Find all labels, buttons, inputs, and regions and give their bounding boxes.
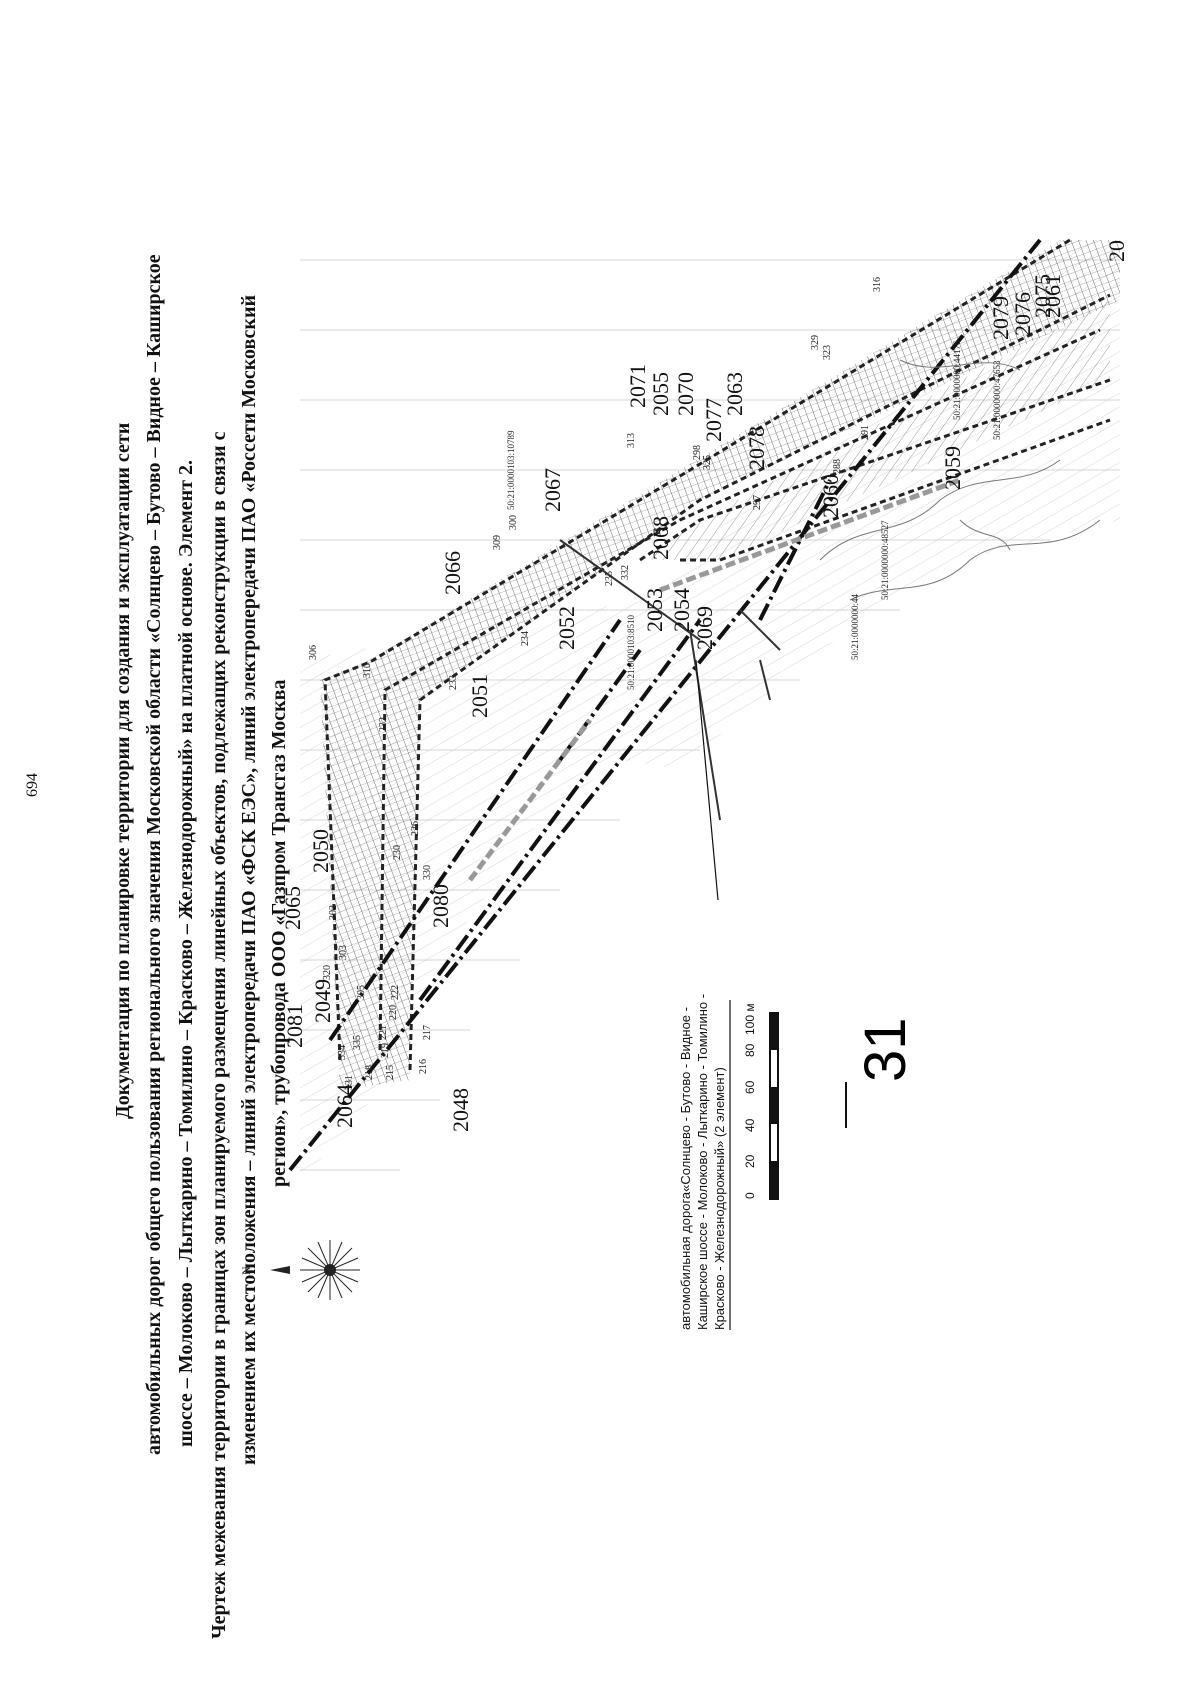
zone-label: 2050	[308, 829, 333, 873]
zone-label: 2077	[701, 398, 726, 442]
point-label: 220	[388, 1005, 399, 1020]
corridor-boundaries	[323, 238, 1111, 1071]
road-label-line-2: Каширское шоссе - Молоково - Лыткарино -…	[695, 994, 710, 1330]
zone-label: 2053	[642, 588, 667, 632]
zone-label: 2067	[540, 468, 565, 512]
zone-label: 2048	[448, 1088, 473, 1132]
point-label: 288	[832, 459, 843, 474]
cadastral-label: 50:21:0000000:44	[850, 593, 860, 660]
scale-tick-100: 100 м	[743, 1003, 757, 1035]
zone-label: 2052	[554, 606, 579, 650]
zone-label: 2063	[722, 372, 747, 416]
point-label: 218	[364, 1065, 375, 1080]
cadastral-label: 50:21:0000103:10789	[506, 430, 516, 510]
point-label: 222	[390, 985, 401, 1000]
zone-labels: 2048 2049 2050 2051 2052 2053 2054 2055 …	[280, 240, 1129, 1132]
zone-label: 2075	[1030, 274, 1055, 318]
cadastral-label: 50:21:0000000:48527	[880, 520, 890, 600]
scale-tick-80: 80	[743, 1043, 757, 1057]
point-label: 291	[860, 425, 871, 440]
zone-label: 2068	[648, 516, 673, 560]
zone-label: 2069	[692, 606, 717, 650]
zone-label: 2060	[818, 474, 843, 518]
point-label: 217	[422, 1025, 433, 1040]
road-label-line-1: автомобильная дорога«Солнцево - Бутово -…	[678, 1007, 693, 1330]
point-label: 320	[322, 965, 333, 980]
point-label: 232	[378, 717, 389, 732]
road-leader-line	[695, 659, 719, 901]
scale-tick-0: 0	[743, 1192, 757, 1199]
cadastral-label: 50:21:0000000:44176	[952, 340, 962, 420]
zone-label: 2066	[440, 551, 465, 595]
point-label: 316	[872, 277, 883, 292]
scale-tick-40: 40	[743, 1118, 757, 1132]
zone-label: 2065	[280, 886, 305, 930]
point-label: 226	[410, 821, 421, 836]
point-label: 234	[520, 631, 531, 646]
sheet-number: 31	[853, 1017, 918, 1082]
zone-label: 2071	[625, 364, 650, 408]
point-label: 297	[752, 495, 763, 510]
cadastral-label: 50:21:0000000:47653	[992, 360, 1002, 440]
point-label: 309	[492, 535, 503, 550]
road-edge-lines	[559, 539, 781, 821]
point-label: 325	[702, 455, 713, 470]
point-label: 303	[338, 945, 349, 960]
point-label: 221	[378, 1025, 389, 1040]
north-arrow-icon	[270, 1266, 290, 1274]
point-label: 306	[308, 645, 319, 660]
point-label: 323	[822, 345, 833, 360]
compass-rose: N	[239, 1240, 360, 1300]
point-label: 310	[362, 663, 373, 678]
corridor-zone	[320, 240, 1120, 1090]
zone-label: 20	[1104, 240, 1129, 262]
zone-label: 2055	[648, 372, 673, 416]
cadastral-labels: 50:21:0000103:10789 50:21:0000103:8510 5…	[506, 340, 1002, 690]
utility-line-gray	[468, 477, 961, 882]
zone-label: 2061	[1040, 274, 1065, 318]
zone-label: 2054	[669, 588, 694, 632]
point-label: 335	[352, 1035, 363, 1050]
road-axis-lines	[288, 238, 1042, 1172]
scale-tick-20: 20	[743, 1154, 757, 1168]
road-label: автомобильная дорога«Солнцево - Бутово -…	[678, 994, 731, 1330]
zone-label: 2051	[467, 674, 492, 718]
zone-label: 2070	[673, 372, 698, 416]
zone-label: 2080	[428, 884, 453, 928]
point-labels: 215 216 217 218 219 220 221 222 226 230 …	[308, 277, 883, 1090]
point-label: 331	[344, 1075, 355, 1090]
corridor-zone-lower	[640, 300, 1110, 560]
north-label: N	[239, 1266, 253, 1275]
point-label: 334	[337, 1045, 348, 1060]
scale-bar: 0 20 40 60 80 100 м	[743, 1003, 779, 1200]
point-label: 219	[380, 1043, 391, 1058]
point-label: 233	[448, 675, 459, 690]
point-label: 300	[508, 515, 519, 530]
point-label: 330	[422, 865, 433, 880]
point-label: 305	[356, 985, 367, 1000]
zone-label: 2079	[988, 296, 1013, 340]
zone-label: 2081	[282, 1004, 307, 1048]
point-label: 215	[385, 1065, 396, 1080]
zone-label: 2076	[1010, 292, 1035, 336]
point-label: 332	[620, 565, 631, 580]
zone-label: 2049	[310, 979, 335, 1023]
cadastral-label: 50:21:0000103:8510	[626, 614, 636, 690]
road-label-line-3: Красково - Железнодорожный» (2 элемент)	[712, 1067, 727, 1330]
point-label: 329	[810, 335, 821, 350]
point-label: 302	[328, 905, 339, 920]
contour-lines	[819, 359, 1101, 601]
zone-label: 2059	[940, 446, 965, 490]
point-label: 313	[626, 433, 637, 448]
point-label: 230	[392, 845, 403, 860]
scale-tick-60: 60	[743, 1080, 757, 1094]
point-label: 216	[418, 1059, 429, 1074]
zone-label: 2078	[744, 426, 769, 470]
point-label: 235	[604, 571, 615, 586]
zone-label: 2064	[332, 1084, 357, 1128]
point-label: 298	[692, 445, 703, 460]
territory-hatch	[300, 240, 1120, 1180]
